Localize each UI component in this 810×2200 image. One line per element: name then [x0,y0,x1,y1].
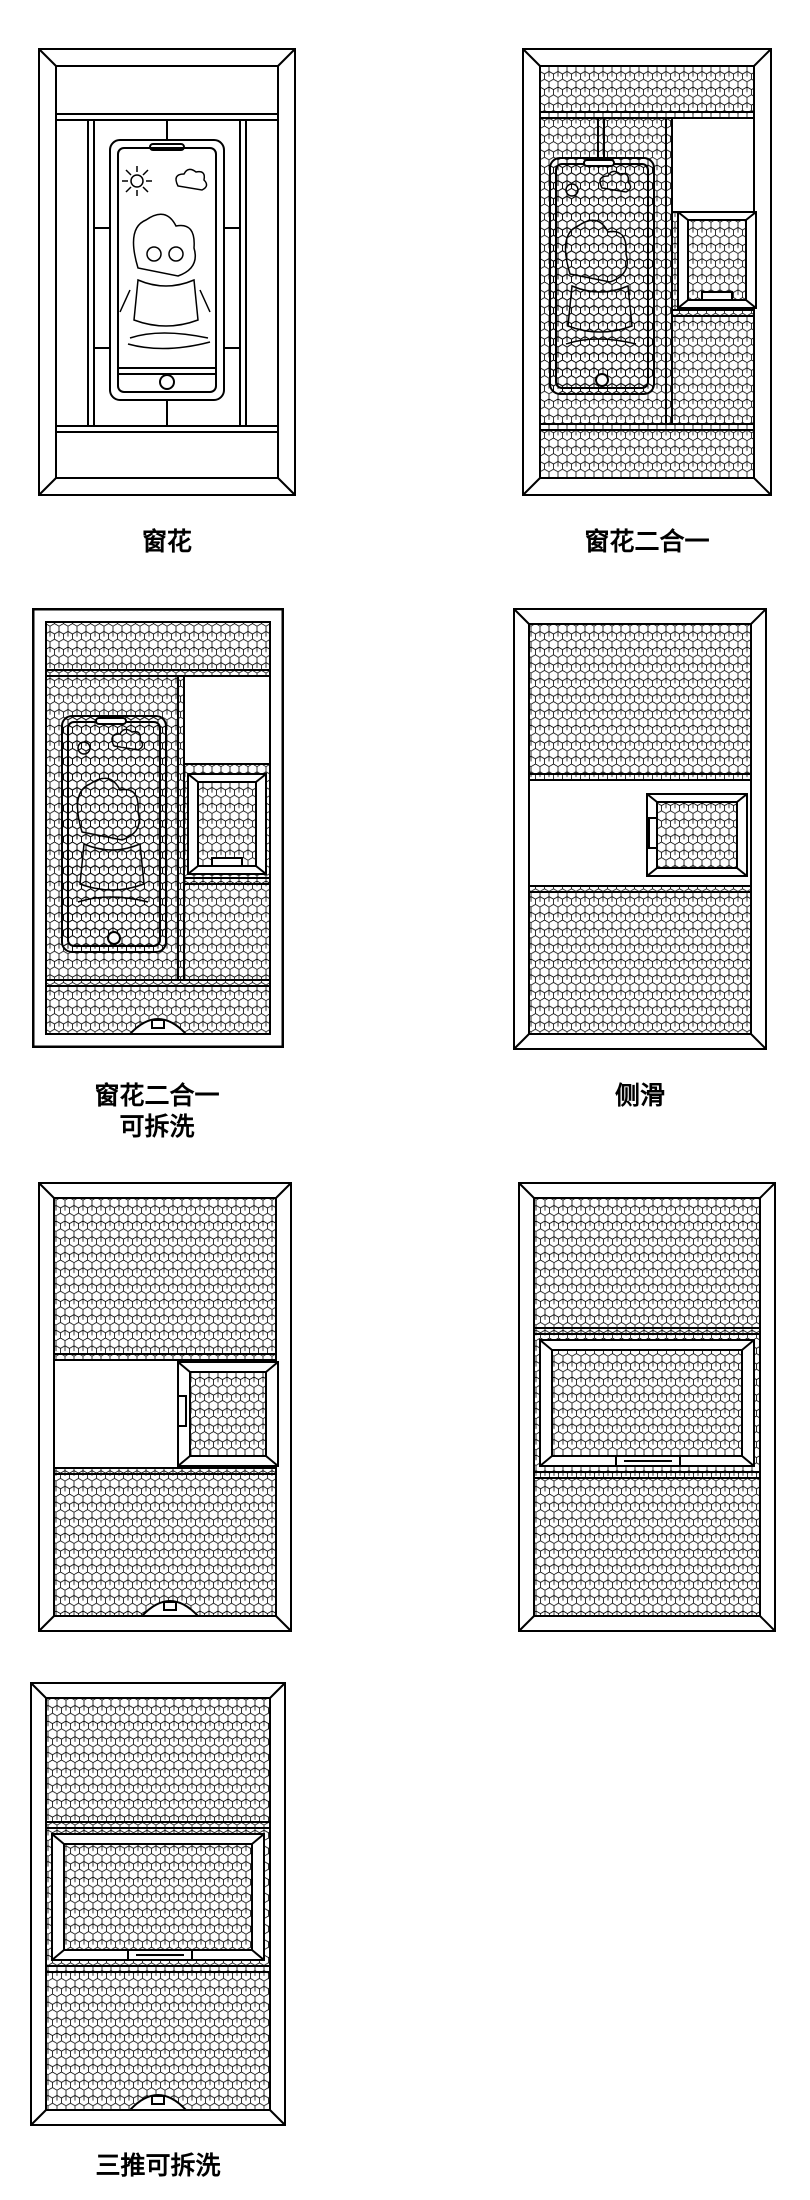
removable-latch [127,2094,189,2111]
outer-frame [38,1182,292,1632]
outer-frame [32,608,284,1048]
grille-cat-motif [76,728,149,903]
removable-latch [139,1600,201,1617]
handle [177,1395,187,1427]
diagram-triple-slide-removable [30,1682,286,2126]
handle [701,291,733,301]
diagram-window-grille [38,48,296,496]
diagram-triple-slide [518,1182,776,1632]
sliding-window-sash [677,211,757,309]
grille-cat-motif [119,166,211,350]
caption-line: 可拆洗 [119,1112,195,1141]
caption-line: 窗花二合一 [94,1081,220,1110]
sliding-window-sash [539,1339,755,1467]
caption-window-grille: 窗花 [17,526,317,557]
grille-phone-outline [549,157,655,395]
outer-frame [513,608,767,1050]
handle [211,857,243,867]
grille-phone-outline [109,139,225,401]
caption-grille-two-in-one-removable: 窗花二合一 可拆洗 [7,1080,307,1142]
inner-frame [528,623,752,1035]
caption-line: 侧滑 [614,1081,665,1110]
sliding-window-sash [646,793,748,877]
diagram-grille-two-in-one-removable [32,608,284,1048]
caption-line: 三推可拆洗 [95,2151,221,2180]
outer-frame [522,48,772,496]
grille-cat-motif [564,170,637,345]
inner-frame [533,1197,761,1617]
caption-grille-two-in-one: 窗花二合一 [497,526,797,557]
diagram-side-sliding [513,608,767,1050]
caption-side-sliding: 侧滑 [490,1080,790,1111]
outer-frame [518,1182,776,1632]
sliding-window-sash [51,1833,265,1961]
inner-frame [55,65,279,479]
handle [648,817,658,849]
caption-line: 窗花二合一 [584,527,710,556]
outer-frame [30,1682,286,2126]
caption-triple-slide-removable: 三推可拆洗 [8,2150,308,2181]
outer-frame [38,48,296,496]
sliding-window-sash [177,1361,279,1467]
diagram-grille-two-in-one [522,48,772,496]
caption-line: 窗花 [141,527,192,556]
removable-latch [127,1018,189,1035]
diagram-side-sliding-removable [38,1182,292,1632]
sliding-window-sash [187,773,267,875]
grille-phone-outline [61,715,167,953]
